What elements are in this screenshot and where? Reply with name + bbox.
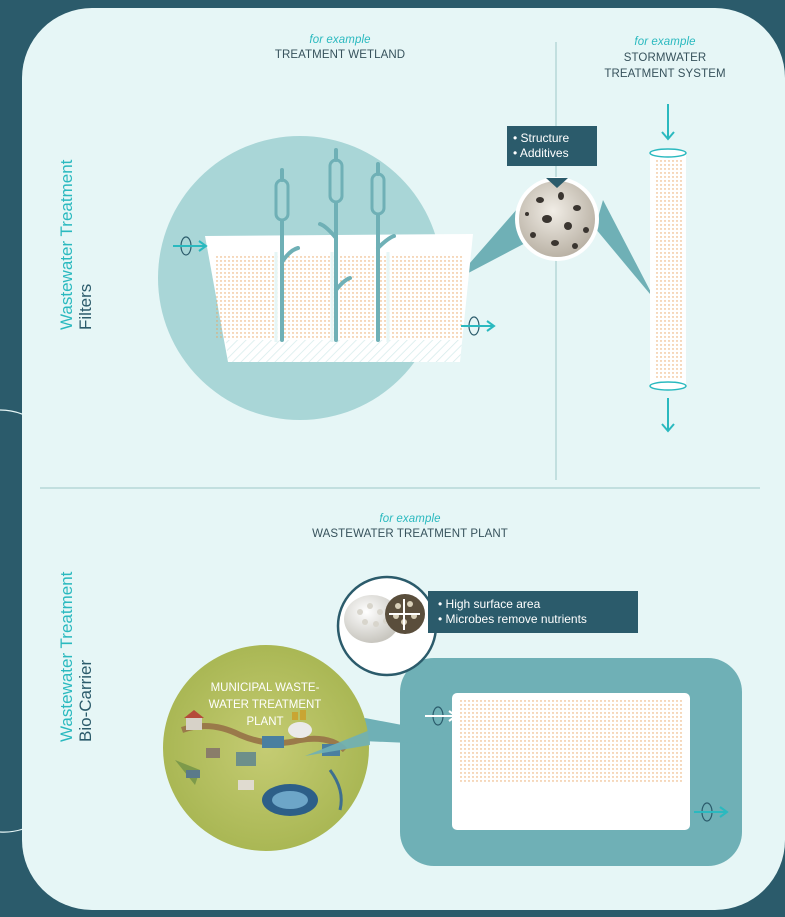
plant-illustration: [175, 710, 348, 816]
callout-item: • Microbes remove nutrients: [438, 612, 587, 626]
callout-item: • High surface area: [438, 597, 541, 611]
filters-title: Wastewater Treatment Filters: [57, 159, 95, 330]
callout-item: • Structure: [513, 131, 570, 145]
wetland-plants: [274, 148, 396, 342]
biocarrier-title: Wastewater Treatment Bio-Carrier: [57, 571, 95, 742]
wetland-label: for example TREATMENT WETLAND: [274, 34, 406, 61]
municipal-label: MUNICIPAL WASTE- WATER TREATMENT PLANT: [208, 682, 322, 728]
stormwater-label: for example STORMWATER TREATMENT SYSTEM: [604, 36, 726, 80]
wetland-hatch: [226, 340, 462, 362]
filter-callout: • Structure • Additives: [507, 126, 597, 166]
wetland-connector: [455, 200, 535, 280]
stone-circle: [515, 177, 599, 261]
plant-label: for example WASTEWATER TREATMENT PLANT: [312, 513, 508, 540]
callout-item: • Additives: [513, 146, 569, 160]
carrier-callout: • High surface area • Microbes remove nu…: [428, 591, 638, 633]
stormwater-connector: [595, 200, 655, 300]
